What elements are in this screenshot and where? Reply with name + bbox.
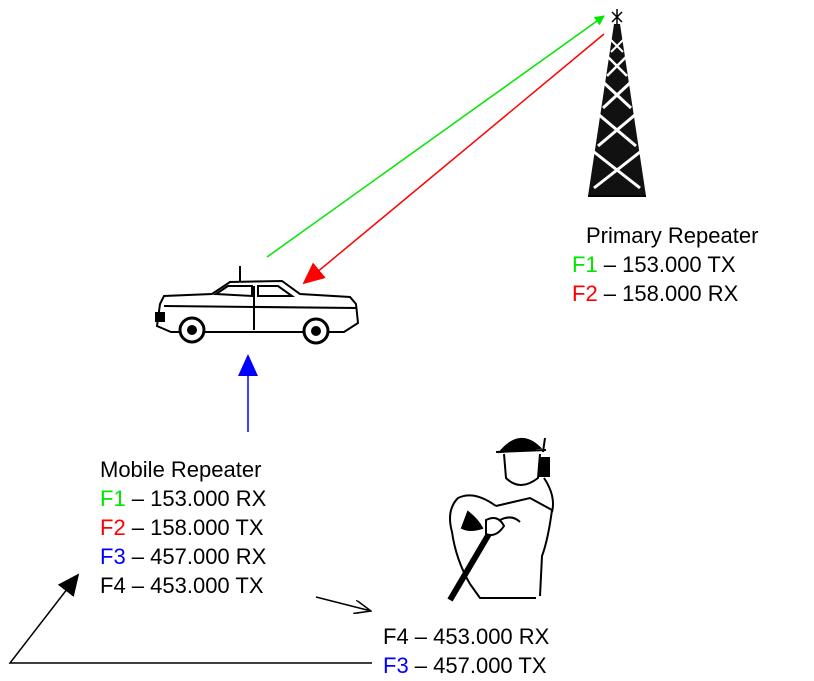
mobile-row-f2-text: – 158.000 TX (125, 515, 264, 540)
mobile-row-f4-code: F4 (100, 573, 126, 598)
portable-row-f4: F4 – 453.000 RX (383, 622, 549, 651)
mobile-row-f2-code: F2 (100, 515, 126, 540)
primary-row-f1-text: – 153.000 TX (597, 252, 736, 277)
primary-repeater-title: Primary Repeater (586, 223, 759, 248)
mobile-repeater-block: Mobile Repeater F1 – 153.000 RX F2 – 158… (100, 455, 266, 600)
mobile-row-f1-text: – 153.000 RX (125, 486, 267, 511)
primary-row-f2-code: F2 (572, 281, 598, 306)
primary-row-f2: F2 – 158.000 RX (572, 279, 758, 308)
portable-row-f3: F3 – 457.000 TX (383, 651, 549, 680)
mobile-row-f1: F1 – 153.000 RX (100, 484, 266, 513)
portable-row-f4-code: F4 (383, 624, 409, 649)
portable-row-f3-text: – 457.000 TX (408, 653, 547, 678)
mobile-row-f1-code: F1 (100, 486, 126, 511)
mobile-row-f4-text: – 453.000 TX (125, 573, 264, 598)
radio-tower-icon (588, 9, 646, 197)
primary-repeater-block: Primary Repeater F1 – 153.000 TX F2 – 15… (572, 221, 758, 308)
car-icon (155, 266, 360, 345)
primary-row-f1: F1 – 153.000 TX (572, 250, 758, 279)
f1-uplink-arrow (266, 15, 605, 258)
mobile-row-f3-code: F3 (100, 544, 126, 569)
mobile-row-f4: F4 – 453.000 TX (100, 571, 266, 600)
f3-return-path (8, 573, 372, 664)
portable-row-f3-code: F3 (383, 653, 409, 678)
primary-row-f2-text: – 158.000 RX (597, 281, 739, 306)
portable-block: F4 – 453.000 RX F3 – 457.000 TX (383, 622, 549, 680)
mobile-row-f3: F3 – 457.000 RX (100, 542, 266, 571)
mobile-row-f3-text: – 457.000 RX (125, 544, 267, 569)
mobile-repeater-title: Mobile Repeater (100, 457, 262, 482)
f2-downlink-arrow (302, 33, 605, 285)
portable-row-f4-text: – 453.000 RX (408, 624, 550, 649)
mobile-row-f2: F2 – 158.000 TX (100, 513, 266, 542)
f4-link-arrow (315, 596, 371, 611)
person-with-radio-icon (447, 437, 554, 602)
primary-row-f1-code: F1 (572, 252, 598, 277)
